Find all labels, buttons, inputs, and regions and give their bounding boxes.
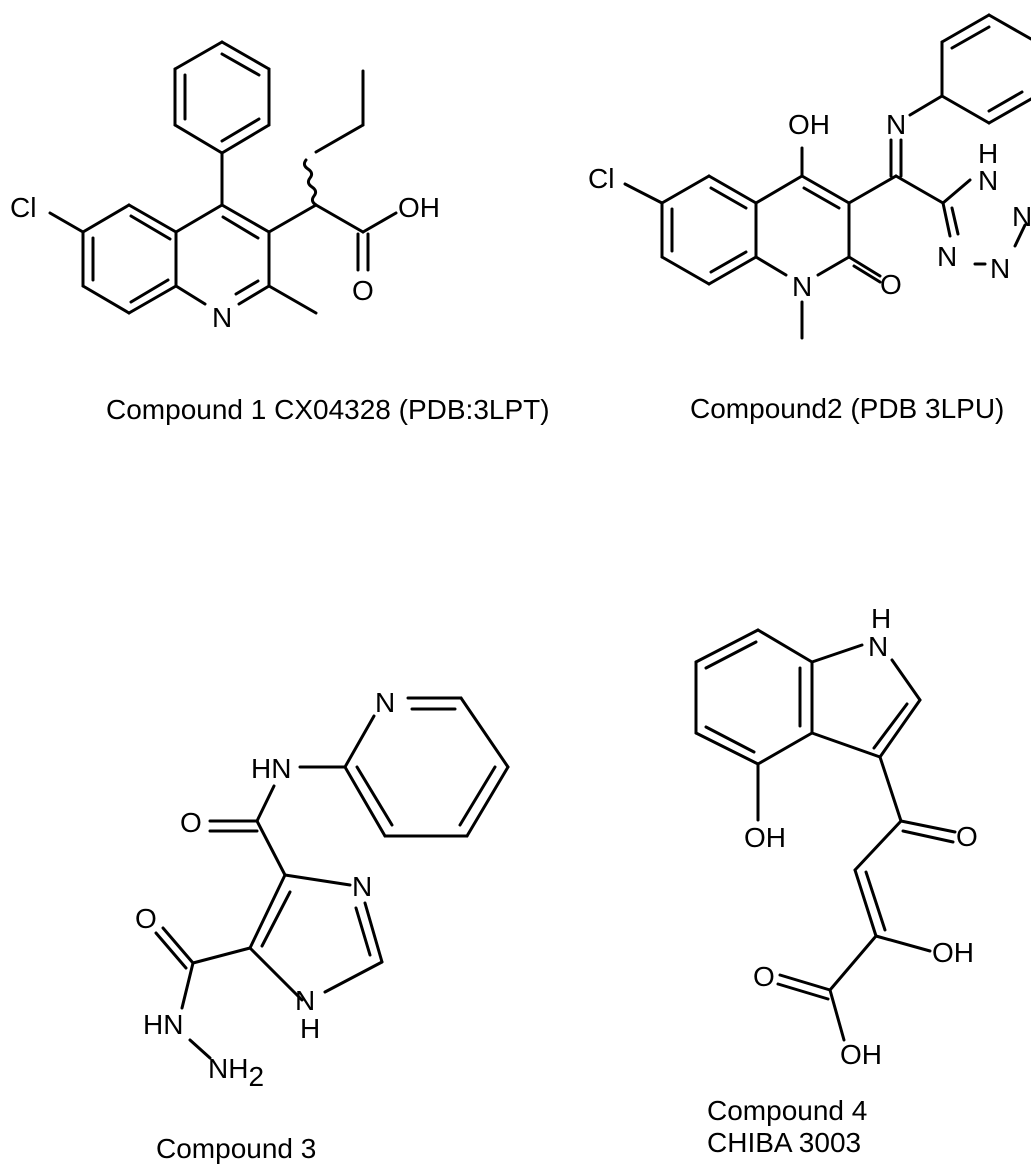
compound-2-tetrazole-h-label: H — [978, 138, 998, 169]
compound-4-indole-h-label: H — [871, 603, 891, 634]
compound-1-quinoline-ring — [81, 203, 271, 315]
compound-4-carboxyl-o-label: O — [753, 961, 775, 992]
compound-3-pyridine-ring — [343, 696, 510, 838]
compound-2-structure: Cl N O OH N — [588, 13, 1031, 340]
compound-3-imidazole-ring — [248, 873, 384, 1002]
compound-2-phenyl-ring — [940, 13, 1031, 125]
compound-2-oh-label: OH — [788, 109, 830, 140]
compound-3-imidazole-n-label: N — [352, 871, 372, 902]
compound-4-enol-oh-label: OH — [932, 937, 974, 968]
compound-2-pyridone-ring — [754, 174, 851, 277]
compound-4-caption-line1: Compound 4 — [707, 1095, 867, 1126]
compound-3-structure: N HN O N N H O HN NH2 — [135, 687, 510, 1092]
compound-4-benzene-ring — [694, 628, 814, 766]
compound-2-o-label: O — [880, 269, 902, 300]
compound-4-ketone-o-label: O — [956, 821, 978, 852]
compound-1-oh-label: OH — [398, 192, 440, 223]
compound-2-tetrazole-n4-label: N — [1012, 201, 1031, 232]
compound-2-n-methyl-label: N — [792, 271, 812, 302]
compound-4-phenol-oh-label: OH — [744, 822, 786, 853]
compound-1-phenyl-ring — [173, 40, 271, 155]
compound-1-n-label: N — [212, 302, 232, 333]
compound-3-amide-o-label: O — [180, 807, 202, 838]
compound-2-imine-n-label: N — [886, 109, 906, 140]
compound-3-nh2-label: NH2 — [208, 1053, 264, 1092]
compound-1-wavy-bond — [302, 158, 318, 207]
compound-4-carboxyl-oh-label: OH — [840, 1039, 882, 1070]
compound-1-structure: Cl N OH O — [10, 40, 440, 333]
compound-1-caption: Compound 1 CX04328 (PDB:3LPT) — [106, 394, 550, 425]
compound-2-tetrazole-n1-label: N — [978, 165, 998, 196]
compound-2-tetrazole-n3-label: N — [990, 253, 1010, 284]
compound-3-caption: Compound 3 — [156, 1133, 316, 1164]
compound-3-amide-hn-label: HN — [251, 753, 291, 784]
compound-2-tetrazole-n2-label: N — [937, 241, 957, 272]
compound-2-caption: Compound2 (PDB 3LPU) — [690, 393, 1004, 424]
compound-2-cl-label: Cl — [588, 163, 614, 194]
compound-3-imidazole-nh-h-label: H — [300, 1013, 320, 1044]
compound-4-structure: H N OH O — [694, 603, 978, 1070]
compound-2-benzo-ring — [660, 174, 758, 286]
compound-3-hydrazide-o-label: O — [135, 903, 157, 934]
compound-4-pyrrole-ring — [810, 643, 922, 759]
compound-2-tetrazole-ring — [941, 178, 1027, 266]
compound-3-hydrazide-hn-label: HN — [143, 1009, 183, 1040]
compound-3-imidazole-nh-n-label: N — [295, 985, 315, 1016]
compound-4-caption-line2: CHIBA 3003 — [707, 1127, 861, 1158]
compound-4-indole-n-label: N — [868, 631, 888, 662]
compound-1-o-label: O — [352, 275, 374, 306]
compound-1-cl-label: Cl — [10, 192, 36, 223]
compound-3-pyridine-n-label: N — [375, 687, 395, 718]
